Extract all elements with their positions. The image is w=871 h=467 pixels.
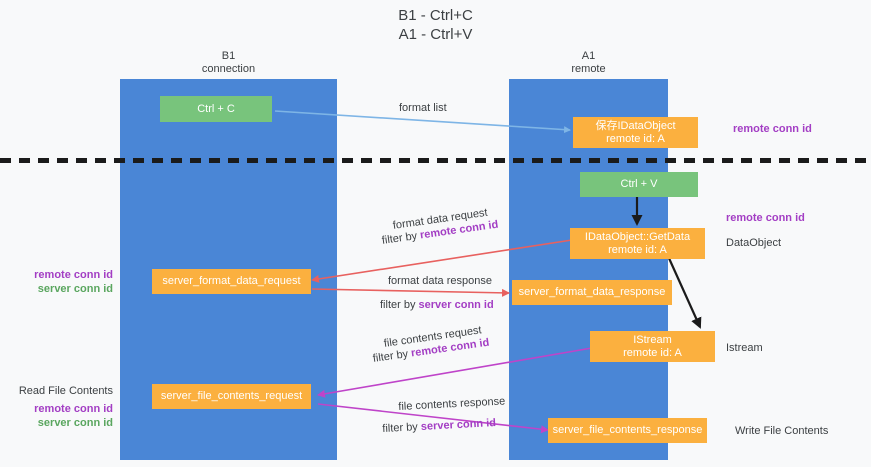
node-ctrl-c-label: Ctrl + C bbox=[197, 102, 235, 115]
title-line-1: B1 - Ctrl+C bbox=[398, 7, 473, 24]
edge-label-format-data-request-filter-prefix: filter by bbox=[381, 229, 421, 247]
node-server-format-data-request-label: server_format_data_request bbox=[162, 275, 301, 287]
node-save-idataobject-line2: remote id: A bbox=[606, 132, 665, 145]
node-server-file-contents-request[interactable]: server_file_contents_request bbox=[152, 384, 311, 409]
annotation-remote-conn-id-left-bottom: remote conn id bbox=[0, 402, 113, 416]
annotation-server-conn-id-left-bottom: server conn id bbox=[0, 416, 113, 430]
column-header-a1-name: A1 bbox=[581, 50, 596, 62]
annotation-remote-conn-id-left-mid: remote conn id bbox=[0, 268, 113, 282]
edge-label-format-list: format list bbox=[399, 101, 447, 115]
node-server-file-contents-request-label: server_file_contents_request bbox=[160, 390, 303, 402]
annotation-server-conn-id-left-bottom-text: server conn id bbox=[37, 417, 113, 429]
node-ctrl-v-label: Ctrl + V bbox=[620, 178, 658, 190]
column-header-a1-sub: remote bbox=[571, 63, 606, 75]
annotation-remote-conn-id-left-mid-text: remote conn id bbox=[34, 269, 113, 281]
edge-label-format-data-response-text: format data response bbox=[388, 275, 492, 287]
edge-label-format-data-response: format data response bbox=[388, 274, 492, 288]
annotation-remote-conn-id-mid-text: remote conn id bbox=[726, 212, 805, 224]
annotation-read-file-contents-text: Read File Contents bbox=[18, 385, 113, 397]
node-idataobject-getdata-line1: IDataObject::GetData bbox=[584, 230, 691, 243]
arrow-getdata-to-istream bbox=[666, 255, 702, 329]
edge-label-file-contents-response-text: file contents response bbox=[398, 395, 506, 413]
annotation-istream-text: Istream bbox=[726, 342, 763, 354]
title-line-2: A1 - Ctrl+V bbox=[398, 26, 473, 43]
page-title: B1 - Ctrl+C A1 - Ctrl+V bbox=[0, 6, 871, 44]
annotation-server-conn-id-left-mid-text: server conn id bbox=[37, 283, 113, 295]
edge-label-format-data-response-filter-prefix: filter by bbox=[380, 299, 419, 311]
arrow-format-data-response bbox=[311, 288, 510, 297]
node-ctrl-c[interactable]: Ctrl + C bbox=[160, 96, 272, 122]
annotation-write-file-contents: Write File Contents bbox=[735, 424, 828, 438]
node-idataobject-getdata[interactable]: IDataObject::GetData remote id: A bbox=[570, 228, 705, 259]
edge-label-format-list-text: format list bbox=[399, 102, 447, 114]
edge-label-file-contents-response-filter-key: server conn id bbox=[420, 417, 497, 433]
column-header-b1-name: B1 bbox=[221, 50, 236, 62]
column-header-a1: A1 remote bbox=[509, 50, 668, 76]
node-istream-line2: remote id: A bbox=[623, 346, 682, 359]
node-server-format-data-response[interactable]: server_format_data_response bbox=[512, 280, 672, 305]
node-server-file-contents-response[interactable]: server_file_contents_response bbox=[548, 418, 707, 443]
node-idataobject-getdata-line2: remote id: A bbox=[608, 243, 667, 256]
node-istream[interactable]: IStream remote id: A bbox=[590, 331, 715, 362]
annotation-remote-conn-id-top: remote conn id bbox=[733, 122, 812, 136]
node-save-idataobject-line1: 保存IDataObject bbox=[595, 119, 676, 132]
node-server-format-data-response-label: server_format_data_response bbox=[518, 286, 666, 298]
column-header-b1: B1 connection bbox=[120, 50, 337, 76]
edge-label-file-contents-response-filter-prefix: filter by bbox=[382, 420, 422, 435]
annotation-remote-conn-id-top-text: remote conn id bbox=[733, 123, 812, 135]
edge-label-file-contents-response: file contents response bbox=[398, 394, 506, 414]
edge-label-file-contents-response-filter: filter by server conn id bbox=[382, 416, 496, 436]
node-save-idataobject[interactable]: 保存IDataObject remote id: A bbox=[573, 117, 698, 148]
edge-label-format-data-response-filter-key: server conn id bbox=[418, 299, 494, 311]
annotation-write-file-contents-text: Write File Contents bbox=[735, 425, 829, 437]
node-istream-line1: IStream bbox=[633, 333, 672, 346]
node-server-format-data-request[interactable]: server_format_data_request bbox=[152, 269, 311, 294]
annotation-dataobject-text: DataObject bbox=[726, 237, 782, 249]
edge-label-file-contents-request-filter-prefix: filter by bbox=[372, 347, 412, 365]
phase-divider bbox=[0, 158, 871, 163]
annotation-server-conn-id-left-mid: server conn id bbox=[0, 282, 113, 296]
node-server-file-contents-response-label: server_file_contents_response bbox=[552, 424, 703, 436]
annotation-read-file-contents: Read File Contents bbox=[0, 384, 113, 398]
node-ctrl-v[interactable]: Ctrl + V bbox=[580, 172, 698, 197]
column-header-b1-sub: connection bbox=[201, 63, 256, 75]
annotation-remote-conn-id-left-bottom-text: remote conn id bbox=[34, 403, 113, 415]
annotation-istream: Istream bbox=[726, 341, 763, 355]
annotation-dataobject: DataObject bbox=[726, 236, 781, 250]
annotation-remote-conn-id-mid: remote conn id bbox=[726, 211, 805, 225]
edge-label-format-data-response-filter: filter by server conn id bbox=[380, 298, 494, 312]
